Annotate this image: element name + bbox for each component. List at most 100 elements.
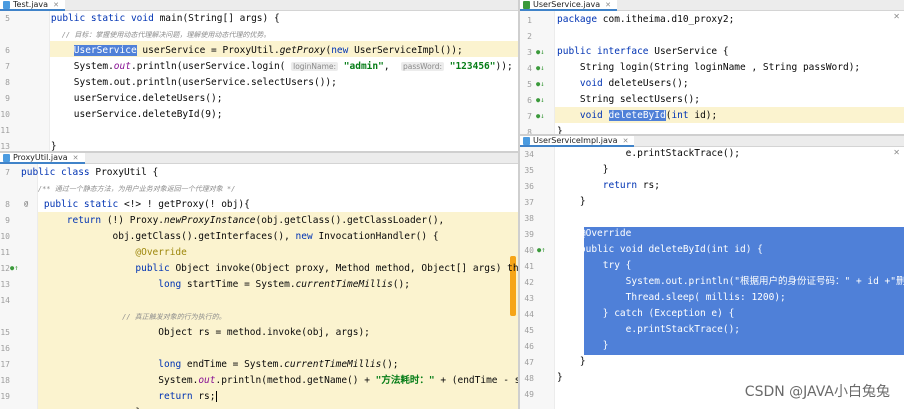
code-line: String login(String loginName , String p… bbox=[557, 62, 861, 73]
vertical-pane-divider[interactable] bbox=[518, 0, 520, 409]
editor-userserviceimpl-java: UserServiceImpl.java ✕ ✕ 34 35 36 37 38 … bbox=[520, 136, 904, 409]
tab-label: UserServiceImpl.java bbox=[533, 136, 618, 145]
code-area[interactable]: package com.itheima.d10_proxy2; public i… bbox=[520, 11, 904, 134]
close-icon[interactable]: ✕ bbox=[72, 153, 79, 162]
code-line: public static <!> ! getProxy(! obj){ bbox=[43, 199, 250, 210]
code-line: System.out.println(method.getName() + "方… bbox=[21, 375, 518, 386]
line-number: 5 bbox=[5, 14, 10, 23]
line-number: 10 bbox=[0, 232, 10, 241]
implemented-gutter-icon[interactable]: ●↓ bbox=[536, 48, 545, 56]
code-line: @Override bbox=[557, 228, 632, 239]
implements-gutter-icon[interactable]: @ bbox=[24, 200, 29, 208]
tab-label: UserService.java bbox=[533, 0, 601, 9]
line-number: 8 bbox=[5, 200, 10, 209]
close-icon[interactable]: ✕ bbox=[622, 136, 629, 145]
tab-userserviceimpl-java[interactable]: UserServiceImpl.java ✕ bbox=[520, 136, 635, 147]
line-number: 36 bbox=[524, 182, 534, 191]
pane-divider[interactable] bbox=[0, 151, 518, 153]
code-line: UserService userService = ProxyUtil.getP… bbox=[73, 45, 463, 56]
line-number: 49 bbox=[524, 390, 534, 399]
line-number: 16 bbox=[0, 344, 10, 353]
gutter: 1 2 3 ●↓ 4 ●↓ 5 ●↓ 6 ●↓ 7 ●↓ 8 bbox=[520, 11, 555, 134]
implemented-gutter-icon[interactable]: ●↓ bbox=[536, 80, 545, 88]
tab-test-java[interactable]: Test.java ✕ bbox=[0, 0, 65, 11]
line-number: 13 bbox=[0, 280, 10, 289]
code-line: Thread.sleep( millis: 1200); bbox=[557, 292, 786, 303]
java-class-icon bbox=[523, 136, 530, 145]
code-line: return rs; bbox=[158, 391, 217, 402]
code-line: System.out.println("根据用户的身份证号码：" + id +"… bbox=[557, 276, 904, 287]
implemented-gutter-icon[interactable]: ●↓ bbox=[536, 96, 545, 104]
code-comment: /** 通过一个静态方法，为用户业务对象返回一个代理对象 */ bbox=[21, 185, 236, 193]
close-icon[interactable]: ✕ bbox=[893, 148, 900, 157]
code-area[interactable]: e.printStackTrace(); } return rs; } @Ove… bbox=[520, 147, 904, 409]
code-line: public static void main(String[] args) { bbox=[28, 13, 280, 24]
line-number: 11 bbox=[0, 248, 10, 257]
tab-bar: Test.java ✕ bbox=[0, 0, 518, 11]
tab-bar: UserService.java ✕ bbox=[520, 0, 904, 11]
line-number: 7 bbox=[5, 62, 10, 71]
java-class-icon bbox=[3, 0, 10, 9]
code-line: e.printStackTrace(); bbox=[557, 324, 741, 335]
line-number: 14 bbox=[0, 296, 10, 305]
code-line: public interface UserService { bbox=[557, 46, 729, 57]
close-icon[interactable]: ✕ bbox=[893, 12, 900, 21]
tab-label: Test.java bbox=[13, 0, 49, 9]
tab-label: ProxyUtil.java bbox=[13, 153, 68, 162]
line-number: 11 bbox=[0, 126, 10, 135]
selection-highlight bbox=[584, 339, 612, 355]
tab-proxyutil-java[interactable]: ProxyUtil.java ✕ bbox=[0, 153, 85, 164]
code-line: } catch (Exception e) { bbox=[557, 308, 735, 319]
line-number: 45 bbox=[524, 326, 534, 335]
implemented-gutter-icon[interactable]: ●↓ bbox=[536, 112, 545, 120]
code-line: } bbox=[557, 356, 586, 367]
code-line: } bbox=[557, 196, 586, 207]
line-number: 2 bbox=[527, 32, 532, 41]
implements-gutter-icon[interactable]: ●↑ bbox=[537, 246, 546, 254]
code-line: try { bbox=[557, 260, 632, 271]
tab-userservice-java[interactable]: UserService.java ✕ bbox=[520, 0, 617, 11]
line-number: 17 bbox=[0, 360, 10, 369]
code-line: public Object invoke(Object proxy, Metho… bbox=[135, 263, 518, 274]
line-number: 39 bbox=[524, 230, 534, 239]
code-area[interactable]: public class ProxyUtil { /** 通过一个静态方法，为用… bbox=[0, 164, 518, 409]
code-line: return rs; bbox=[602, 180, 660, 191]
code-line: } bbox=[557, 126, 563, 134]
line-number: 48 bbox=[524, 374, 534, 383]
code-annotation: @Override bbox=[21, 247, 187, 258]
watermark: CSDN @JAVA小白兔兔 bbox=[744, 384, 890, 400]
override-gutter-icon[interactable]: ●↑ bbox=[10, 264, 19, 272]
line-number: 42 bbox=[524, 278, 534, 287]
line-number: 8 bbox=[527, 128, 532, 134]
code-line: public class ProxyUtil { bbox=[21, 167, 159, 178]
code-line: System.out.println(userService.selectUse… bbox=[28, 77, 337, 88]
close-icon[interactable]: ✕ bbox=[53, 0, 59, 9]
line-number: 46 bbox=[524, 342, 534, 351]
code-line: long startTime = System.currentTimeMilli… bbox=[158, 279, 410, 290]
code-comment: // 目标：掌握使用动态代理解决问题，理解使用动态代理的优势。 bbox=[28, 31, 271, 39]
line-number: 3 bbox=[527, 48, 532, 57]
line-number: 44 bbox=[524, 310, 534, 319]
code-line: } bbox=[28, 141, 57, 151]
code-line: void deleteUsers(); bbox=[579, 78, 689, 89]
line-number: 4 bbox=[527, 64, 532, 73]
code-area[interactable]: public static void main(String[] args) {… bbox=[0, 11, 518, 151]
java-interface-icon bbox=[523, 0, 530, 9]
line-number: 37 bbox=[524, 198, 534, 207]
code-line: } bbox=[557, 164, 609, 175]
code-line: System.out.println(userService.login( lo… bbox=[28, 61, 513, 72]
code-line: public void deleteById(int id) { bbox=[557, 244, 763, 255]
editor-test-java: Test.java ✕ 5 6 7 8 9 10 11 13 public st… bbox=[0, 0, 518, 151]
java-class-icon bbox=[3, 153, 10, 162]
line-number: 40 bbox=[524, 246, 534, 255]
line-number: 41 bbox=[524, 262, 534, 271]
scrollbar-thumb[interactable] bbox=[510, 256, 516, 316]
close-icon[interactable]: ✕ bbox=[605, 0, 611, 9]
code-line: } bbox=[21, 406, 141, 409]
line-number: 8 bbox=[5, 78, 10, 87]
pane-divider[interactable] bbox=[520, 134, 904, 136]
lambda-region-highlight bbox=[38, 212, 518, 409]
code-line: obj.getClass().getInterfaces(), new Invo… bbox=[21, 231, 439, 242]
tab-bar: ProxyUtil.java ✕ bbox=[0, 153, 518, 164]
implemented-gutter-icon[interactable]: ●↓ bbox=[536, 64, 545, 72]
